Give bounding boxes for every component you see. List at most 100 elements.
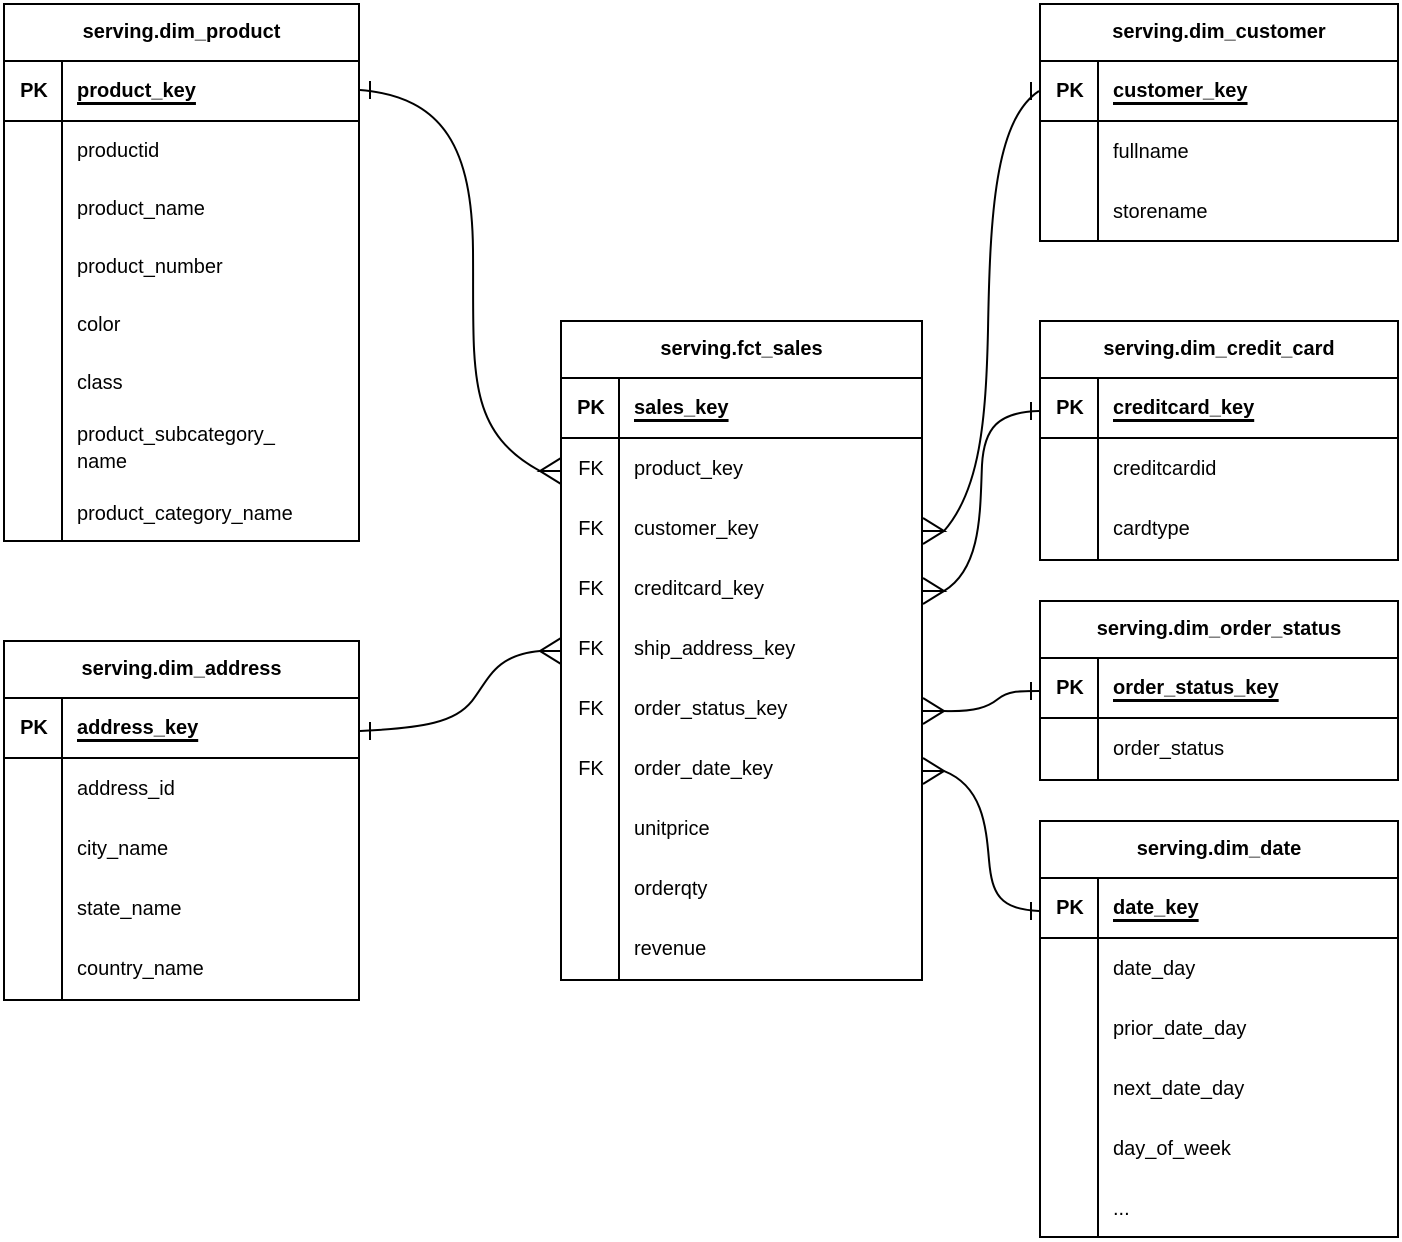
field-row: prior_date_day [1041, 999, 1397, 1059]
key-flag-label [1041, 182, 1099, 240]
field-name-label: unitprice [634, 817, 710, 840]
crow-foot-many-icon [536, 457, 562, 485]
crow-foot-many-icon [922, 577, 948, 605]
field-name-label: creditcard_key [1113, 396, 1255, 419]
table-title: serving.dim_address [5, 642, 358, 699]
field-name-label: product_key [634, 457, 743, 480]
table-title: serving.dim_product [5, 5, 358, 62]
field-name-label: storename [1113, 200, 1208, 223]
crow-foot-many-icon [922, 697, 948, 725]
key-flag-label [1041, 1179, 1099, 1236]
field-row: product_number [5, 238, 358, 296]
key-column-divider [1097, 60, 1099, 240]
key-flag-label: FK [578, 637, 604, 660]
field-row: class [5, 354, 358, 412]
table-title: serving.fct_sales [562, 322, 921, 379]
key-flag-label: PK [577, 396, 605, 419]
field-name-label: customer_key [634, 517, 759, 540]
field-name-label: order_status_key [1113, 676, 1279, 699]
relationship-product-sales [359, 81, 562, 485]
field-name-label: date_key [1113, 896, 1199, 919]
field-row: orderqty [562, 859, 921, 919]
key-flag-label [1041, 999, 1099, 1059]
key-flag-label: FK [578, 517, 604, 540]
relationship-address-sales [359, 637, 562, 740]
field-name-label: sales_key [634, 396, 729, 419]
crow-foot-many-icon [536, 637, 562, 665]
field-row: country_name [5, 939, 358, 999]
relationship-line [359, 89, 541, 472]
key-column-divider [1097, 377, 1099, 559]
field-name-label: product_subcategory_ name [77, 424, 275, 473]
key-column-divider [1097, 877, 1099, 1236]
key-column-divider [61, 697, 63, 999]
field-row: product_category_name [5, 485, 358, 540]
key-column-divider [1097, 657, 1099, 779]
key-flag-label: FK [578, 577, 604, 600]
field-name-label: date_day [1113, 957, 1196, 980]
key-flag-label: PK [20, 79, 48, 102]
primary-key-row: PK order_status_key [1041, 659, 1397, 719]
field-row: date_day [1041, 939, 1397, 999]
primary-key-row: PK creditcard_key [1041, 379, 1397, 439]
table-title: serving.dim_customer [1041, 5, 1397, 62]
table-title: serving.dim_order_status [1041, 602, 1397, 659]
table-title: serving.dim_credit_card [1041, 322, 1397, 379]
field-name-label: color [77, 313, 121, 336]
field-name-label: productid [77, 139, 160, 162]
field-row: storename [1041, 182, 1397, 240]
field-name-label: order_date_key [634, 757, 773, 780]
field-name-label: cardtype [1113, 517, 1190, 540]
field-row: FK customer_key [562, 499, 921, 559]
table-title: serving.dim_date [1041, 822, 1397, 879]
field-name-label: creditcardid [1113, 457, 1217, 480]
field-row: productid [5, 122, 358, 180]
key-flag-label [5, 180, 63, 238]
key-flag-label: PK [1056, 676, 1084, 699]
field-name-label: day_of_week [1113, 1137, 1231, 1160]
field-row: FK order_date_key [562, 739, 921, 799]
field-name-label: customer_key [1113, 79, 1248, 102]
key-flag-label [5, 819, 63, 879]
key-flag-label [1041, 939, 1099, 999]
primary-key-row: PK customer_key [1041, 62, 1397, 122]
field-row: color [5, 296, 358, 354]
key-flag-label [1041, 719, 1099, 779]
key-flag-label [5, 354, 63, 412]
key-flag-label [562, 919, 620, 979]
key-flag-label: PK [20, 716, 48, 739]
field-row: unitprice [562, 799, 921, 859]
field-row: state_name [5, 879, 358, 939]
key-flag-label [5, 879, 63, 939]
relationship-sales-creditcard [922, 402, 1040, 605]
field-row: order_status [1041, 719, 1397, 779]
key-flag-label: FK [578, 457, 604, 480]
relationship-sales-orderstatus [922, 682, 1040, 725]
field-name-label: order_status [1113, 737, 1225, 760]
field-name-label: prior_date_day [1113, 1017, 1247, 1040]
key-flag-label [5, 122, 63, 180]
field-row: fullname [1041, 122, 1397, 182]
field-name-label: city_name [77, 837, 169, 860]
key-flag-label: PK [1056, 396, 1084, 419]
key-flag-label [1041, 439, 1099, 499]
key-flag-label: PK [1056, 79, 1084, 102]
key-flag-label [5, 759, 63, 819]
field-row: product_name [5, 180, 358, 238]
field-name-label: country_name [77, 957, 204, 980]
field-name-label: fullname [1113, 140, 1189, 163]
key-flag-label: FK [578, 757, 604, 780]
key-column-divider [618, 377, 620, 979]
field-name-label: product_name [77, 197, 205, 220]
key-flag-label [5, 412, 63, 485]
field-row: ... [1041, 1179, 1397, 1236]
